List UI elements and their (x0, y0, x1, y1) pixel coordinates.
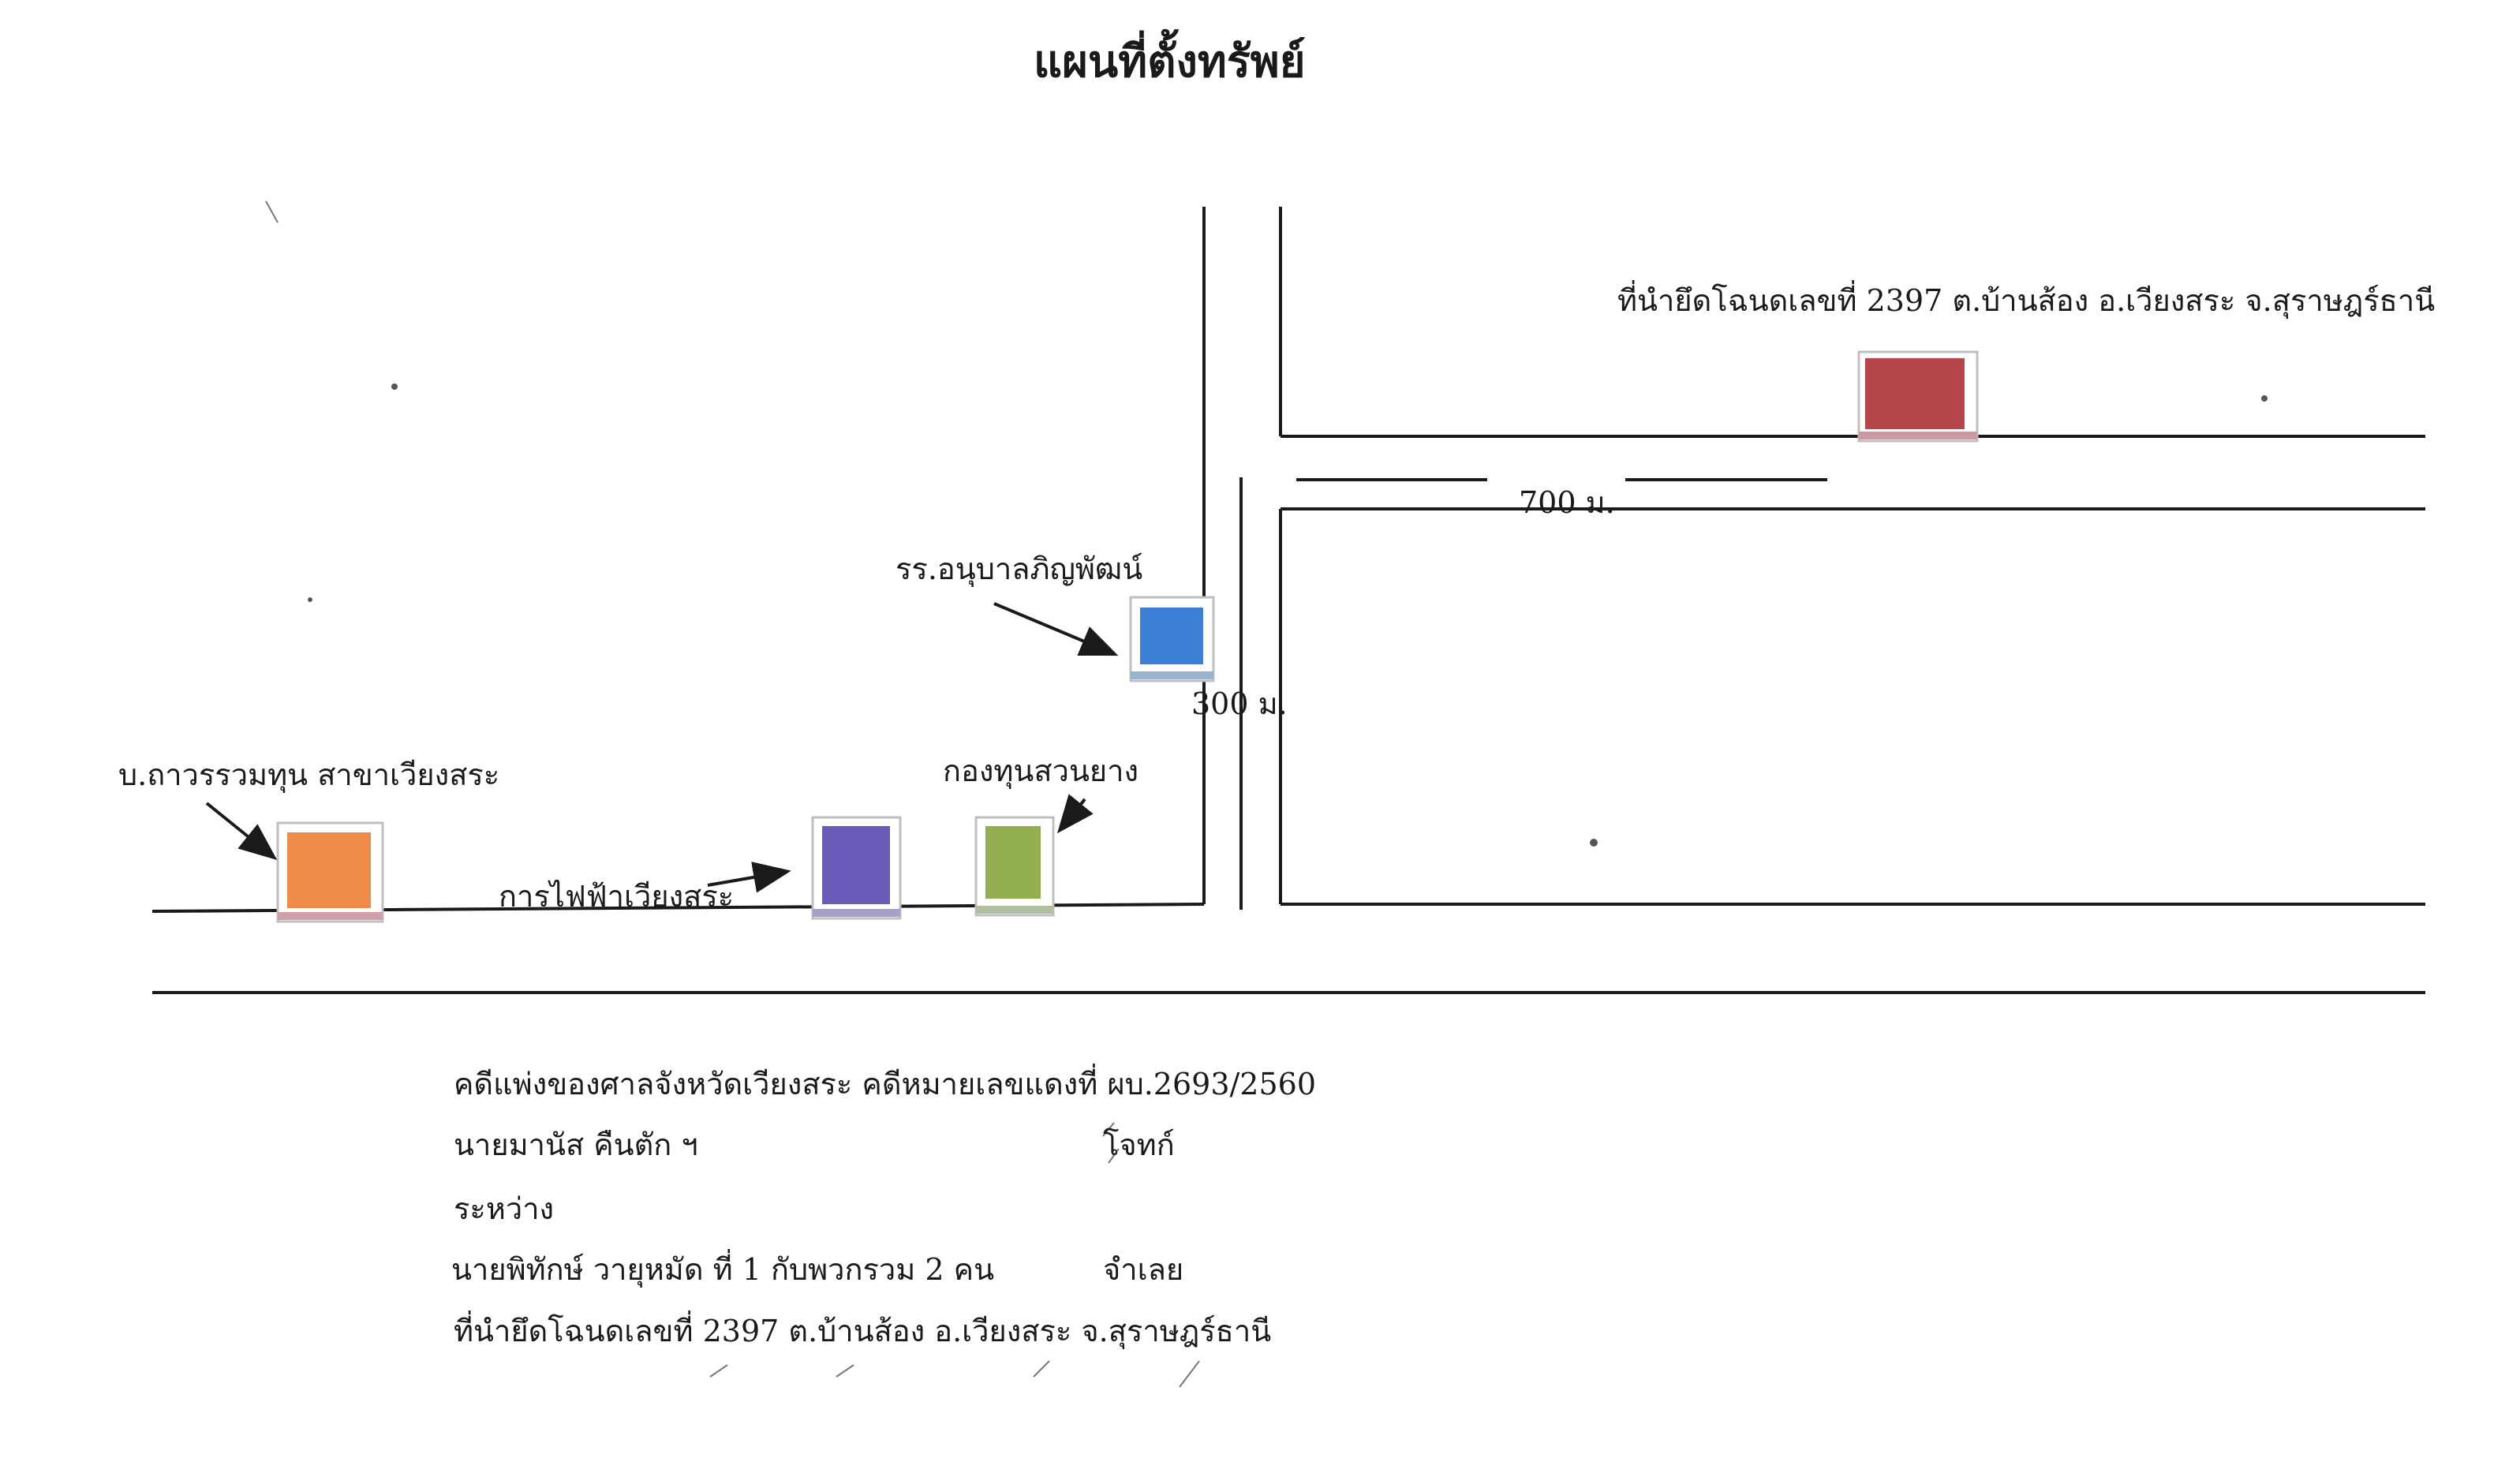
between-text: ระหว่าง (454, 1191, 555, 1226)
plaintiff-name: นายมานัส คืนตัก ฯ (454, 1127, 698, 1162)
plaintiff-role: โจทก์ (1103, 1127, 1175, 1162)
defendant-role: จำเลย (1103, 1252, 1184, 1287)
defendant-name: นายพิทักษ์ วายุหมัด ที่ 1 กับพวกรวม 2 คน (451, 1252, 995, 1287)
electricity-office-marker (811, 816, 902, 920)
pen-tick-marks (265, 200, 1200, 1388)
distance-300-label: 300 ม. (1191, 686, 1288, 721)
landmark-markers (276, 350, 1979, 923)
school-pointer-arrow (993, 602, 1119, 656)
roads (151, 207, 2425, 994)
school-marker (1129, 596, 1215, 682)
rubber-fund-marker (974, 816, 1055, 917)
pointer-arrows (205, 602, 1119, 893)
property-line: ที่นำยึดโฉนดเลขที่ 2397 ต.บ้านส้อง อ.เวี… (454, 1314, 1272, 1348)
electricity-pointer-arrow (707, 862, 791, 893)
distance-700-label: 700 ม. (1519, 485, 1615, 520)
map-title: แผนที่ตั้งทรัพย์ (1034, 36, 1306, 88)
rubber-fund-label: กองทุนสวนยาง (943, 753, 1139, 788)
school-label: รร.อนุบาลภิญพัฒน์ (895, 552, 1143, 586)
case-line: คดีแพ่งของศาลจังหวัดเวียงสระ คดีหมายเลขแ… (454, 1067, 1317, 1101)
finance-company-label: บ.ถาวรรวมทุน สาขาเวียงสระ (118, 757, 500, 792)
rubber-fund-pointer-arrow (1056, 794, 1094, 834)
finance-company-marker (276, 821, 384, 923)
electricity-office-label: การไฟฟ้าเวียงสระ (499, 879, 735, 914)
scan-specks (308, 383, 2268, 847)
finance-company-pointer-arrow (205, 802, 278, 861)
target-property-label: ที่นำยึดโฉนดเลขที่ 2397 ต.บ้านส้อง อ.เวี… (1617, 283, 2436, 318)
target-property-marker (1857, 350, 1979, 443)
